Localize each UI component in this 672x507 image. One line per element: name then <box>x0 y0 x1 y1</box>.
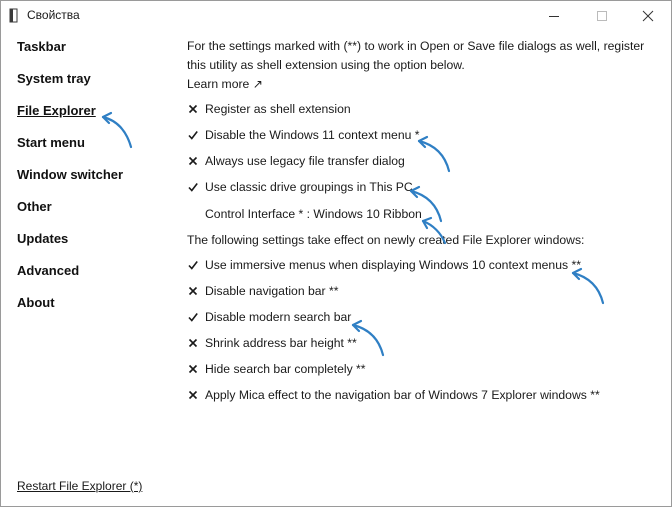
restart-explorer-link[interactable]: Restart File Explorer (*) <box>17 479 143 493</box>
sidebar-item-updates[interactable]: Updates <box>17 231 69 246</box>
option-label: Disable navigation bar ** <box>205 284 339 298</box>
option-label: Use immersive menus when displaying Wind… <box>205 258 581 272</box>
option-label: Use classic drive groupings in This PC <box>205 180 413 194</box>
sidebar-item-system-tray[interactable]: System tray <box>17 71 91 86</box>
checkmark-icon <box>188 131 198 140</box>
checkmark-icon <box>188 313 198 322</box>
cross-icon <box>188 338 198 348</box>
close-icon <box>642 10 654 22</box>
close-button[interactable] <box>625 1 671 31</box>
annotation-arrow-icon <box>101 111 133 149</box>
sidebar-item-file-explorer[interactable]: File Explorer <box>17 103 96 118</box>
sidebar-item-start-menu[interactable]: Start menu <box>17 135 85 150</box>
minimize-button[interactable] <box>531 1 577 31</box>
cross-icon <box>188 390 198 400</box>
sidebar-item-taskbar[interactable]: Taskbar <box>17 39 66 54</box>
option-label: Hide search bar completely ** <box>205 362 366 376</box>
maximize-button[interactable] <box>579 1 625 31</box>
shell-extension-note: For the settings marked with (**) to wor… <box>187 39 645 72</box>
option-label: Disable the Windows 11 context menu * <box>205 128 420 142</box>
sidebar-item-advanced[interactable]: Advanced <box>17 263 80 278</box>
option-disable-modern-search-bar[interactable]: Disable modern search bar <box>187 307 351 327</box>
cross-icon <box>188 156 198 166</box>
option-classic-drive-groupings[interactable]: Use classic drive groupings in This PC <box>187 177 413 197</box>
sidebar-item-about[interactable]: About <box>17 295 55 310</box>
maximize-icon <box>597 11 607 21</box>
window-title: Свойства <box>27 8 80 22</box>
checkmark-icon <box>188 261 198 270</box>
option-label: Shrink address bar height ** <box>205 336 357 350</box>
option-label: Register as shell extension <box>205 102 351 116</box>
cross-icon <box>188 364 198 374</box>
option-label: Apply Mica effect to the navigation bar … <box>205 388 600 402</box>
option-shrink-address-bar[interactable]: Shrink address bar height ** <box>187 333 357 353</box>
new-windows-note: The following settings take effect on ne… <box>187 233 585 247</box>
option-hide-search-bar[interactable]: Hide search bar completely ** <box>187 359 366 379</box>
control-interface-selector[interactable]: Control Interface * : Windows 10 Ribbon <box>205 207 422 221</box>
title-bar[interactable]: Свойства <box>1 1 671 31</box>
learn-more-link[interactable]: Learn more ↗ <box>187 77 263 91</box>
sidebar-item-window-switcher[interactable]: Window switcher <box>17 167 124 182</box>
option-disable-win11-context-menu[interactable]: Disable the Windows 11 context menu * <box>187 125 420 145</box>
option-register-shell-extension[interactable]: Register as shell extension <box>187 99 351 119</box>
option-immersive-menus[interactable]: Use immersive menus when displaying Wind… <box>187 255 581 275</box>
option-label: Always use legacy file transfer dialog <box>205 154 405 168</box>
app-icon <box>9 8 18 23</box>
sidebar-item-other[interactable]: Other <box>17 199 52 214</box>
option-legacy-file-transfer[interactable]: Always use legacy file transfer dialog <box>187 151 405 171</box>
cross-icon <box>188 286 198 296</box>
option-disable-navigation-bar[interactable]: Disable navigation bar ** <box>187 281 338 301</box>
minimize-icon <box>549 16 559 17</box>
option-label: Disable modern search bar <box>205 310 352 324</box>
option-mica-navigation-bar[interactable]: Apply Mica effect to the navigation bar … <box>187 385 600 405</box>
checkmark-icon <box>188 183 198 192</box>
cross-icon <box>188 104 198 114</box>
